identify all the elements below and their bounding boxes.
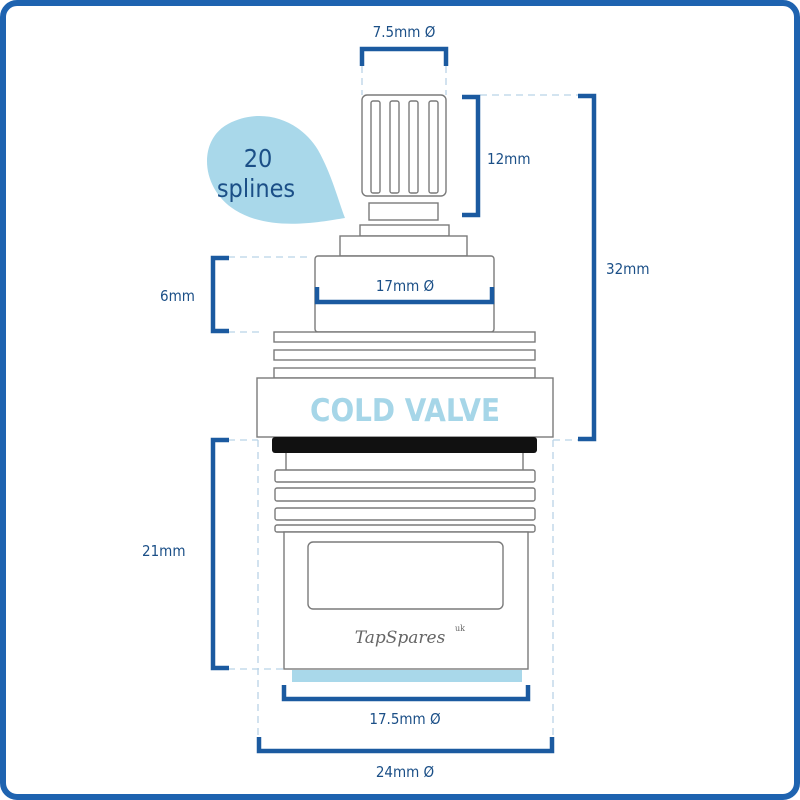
- brand-logo: TapSpares: [355, 628, 446, 648]
- label-spline-diameter: 7.5mm Ø: [373, 23, 436, 41]
- cold-valve-label: COLD VALVE: [310, 393, 500, 429]
- splines-badge: 20 splines: [207, 116, 345, 224]
- badge-label: splines: [217, 174, 295, 203]
- label-overall-height: 32mm: [606, 260, 649, 278]
- o-ring: [272, 437, 537, 453]
- badge-count: 20: [244, 144, 273, 173]
- spline-head: [361, 94, 447, 197]
- window: [307, 541, 504, 610]
- bracket-overall-height: [578, 93, 597, 442]
- valve-body: COLD VALVE TapSpares uk: [256, 94, 554, 682]
- label-base-diameter: 17.5mm Ø: [369, 710, 440, 728]
- label-ring: [256, 377, 554, 438]
- dimension-brackets: [210, 46, 597, 754]
- label-thread-diameter: 24mm Ø: [376, 763, 434, 781]
- bracket-spline-height: [462, 94, 481, 218]
- bracket-base-diameter: [281, 685, 531, 702]
- bracket-spline-diameter: [359, 46, 449, 66]
- brand-suffix: uk: [455, 624, 465, 633]
- bracket-thread-diameter: [256, 737, 555, 754]
- bracket-collar-diameter: [314, 287, 495, 305]
- bracket-collar-height: [210, 255, 229, 334]
- label-lower-height: 21mm: [142, 542, 185, 560]
- base-seal: [292, 670, 522, 682]
- bracket-lower-height: [210, 437, 229, 671]
- label-spline-height: 12mm: [487, 150, 530, 168]
- guide-lines: [228, 66, 578, 738]
- label-collar-height: 6mm: [160, 287, 195, 305]
- label-collar-diameter: 17mm Ø: [376, 277, 434, 295]
